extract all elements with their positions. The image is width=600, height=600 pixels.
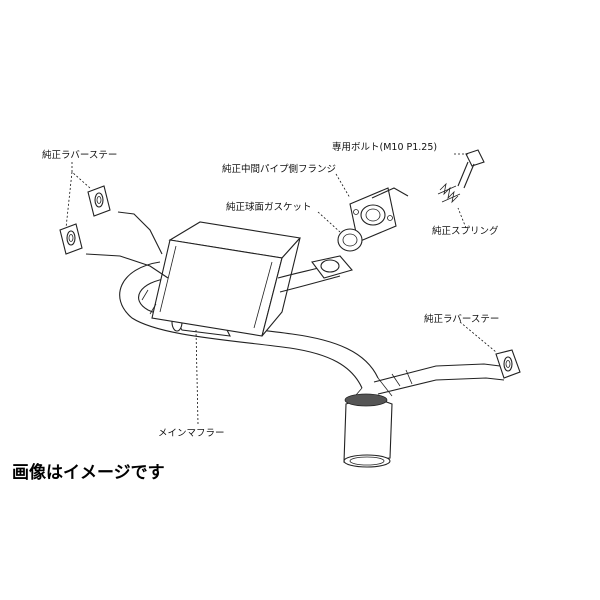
image-disclaimer: 画像はイメージです — [12, 463, 165, 483]
rubber-stay-top-left — [87, 185, 111, 217]
label-rubber-stay-right: 純正ラバーステー — [424, 313, 499, 325]
spring — [437, 182, 461, 204]
inlet-pipe — [277, 255, 353, 293]
rubber-stay-bottom-left — [59, 223, 83, 255]
tail-pipe — [343, 393, 393, 468]
label-special-bolt: 専用ボルト(M10 P1.25) — [332, 141, 437, 153]
label-spring: 純正スプリング — [432, 225, 499, 237]
label-main-muffler: メインマフラー — [158, 428, 225, 439]
rubber-stay-right — [495, 349, 521, 379]
muffler-can — [141, 221, 302, 337]
mid-pipe-flange — [349, 187, 409, 243]
right-hanger — [373, 349, 521, 395]
label-rubber-stay-left: 純正ラバーステー — [42, 149, 117, 161]
label-mid-pipe-flange: 純正中間パイプ側フランジ — [222, 163, 336, 175]
label-spherical-gasket: 純正球面ガスケット — [226, 201, 312, 213]
spherical-gasket — [337, 228, 363, 252]
special-bolt — [457, 149, 485, 189]
left-hanger — [59, 185, 169, 279]
leader-lines — [65, 153, 497, 425]
